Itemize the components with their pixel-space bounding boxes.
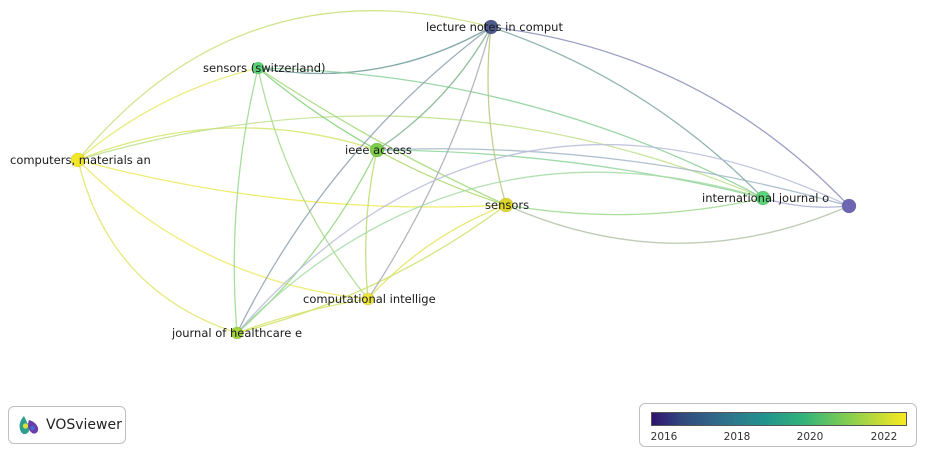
edge-sensors_ch-ci[interactable]: [257, 67, 369, 300]
edge-ieee-ci[interactable]: [365, 149, 378, 300]
edge-lncs-jhe[interactable]: [236, 26, 492, 334]
vosviewer-logo-icon: [19, 416, 39, 435]
node-label-sensors_ch[interactable]: sensors (switzerland): [203, 61, 326, 75]
edge-sensors-jhe[interactable]: [236, 204, 507, 334]
edge-sensors_ch-ijo[interactable]: [257, 67, 764, 199]
edge-lncs-ci[interactable]: [367, 26, 492, 300]
legend-tick-2016: 2016: [650, 431, 678, 443]
edge-sensors_ch-sensors[interactable]: [257, 67, 507, 206]
labels-layer: lecture notes in comput sensors (switzerl…: [10, 20, 829, 340]
node-jhe[interactable]: [230, 326, 244, 340]
node-ijo[interactable]: [755, 190, 771, 206]
edge-unlabeled-jhe[interactable]: [236, 143, 850, 334]
edge-sensors-lncs[interactable]: [487, 26, 507, 206]
edge-cma-ieee[interactable]: [77, 127, 378, 161]
node-label-sensors[interactable]: sensors: [485, 198, 529, 212]
edge-sensors-ijo[interactable]: [505, 197, 764, 216]
node-sensors_ch[interactable]: [251, 61, 265, 75]
year-color-legend: 2016 2018 2020 2022: [639, 403, 917, 447]
overlay-network-map[interactable]: lecture notes in comput sensors (switzerl…: [0, 0, 925, 400]
legend-tick-2020: 2020: [796, 431, 824, 443]
edge-ieee-sensors[interactable]: [376, 149, 507, 206]
node-label-jhe[interactable]: journal of healthcare e: [171, 326, 302, 340]
node-unlabeled[interactable]: [841, 198, 857, 214]
edge-lncs-ijo[interactable]: [490, 26, 764, 199]
edge-ieee-jhe[interactable]: [236, 149, 378, 334]
edge-lncs-unlabeled[interactable]: [490, 26, 850, 207]
legend-tick-2022: 2022: [870, 431, 898, 443]
node-ci[interactable]: [361, 292, 375, 306]
node-label-ci[interactable]: computational intellige: [303, 292, 436, 306]
edge-sensors_ch-jhe[interactable]: [233, 67, 259, 334]
nodes-layer: [70, 19, 857, 340]
node-lncs[interactable]: [483, 19, 499, 35]
legend-tick-2018: 2018: [723, 431, 751, 443]
edge-cma-ijo[interactable]: [77, 115, 764, 199]
edge-sensors_ch-lncs[interactable]: [257, 26, 492, 75]
edge-sensors-ci[interactable]: [367, 204, 507, 300]
edge-sensors-unlabeled[interactable]: [505, 204, 850, 244]
edges-layer: [77, 10, 850, 334]
edge-cma-sensors[interactable]: [77, 159, 507, 208]
edge-cma-sensors_ch[interactable]: [77, 67, 259, 161]
edge-ijo-unlabeled[interactable]: [762, 197, 850, 208]
edge-ieee-ijo[interactable]: [376, 149, 764, 199]
node-cma[interactable]: [70, 152, 86, 168]
node-ieee[interactable]: [369, 142, 385, 158]
node-sensors[interactable]: [498, 197, 514, 213]
edge-cma-ci[interactable]: [77, 159, 369, 300]
vosviewer-label: VOSviewer: [46, 417, 122, 433]
vosviewer-badge[interactable]: VOSviewer: [8, 406, 126, 444]
edge-ijo-jhe[interactable]: [236, 171, 764, 334]
edge-cma-lncs[interactable]: [77, 10, 492, 161]
node-label-ieee[interactable]: ieee access: [345, 143, 412, 157]
node-label-ijo[interactable]: international journal o: [702, 191, 829, 205]
color-scale-bar: [651, 412, 907, 426]
edge-ieee-lncs[interactable]: [376, 26, 492, 151]
edge-ci-jhe[interactable]: [236, 298, 369, 334]
edge-sensors_ch-ieee[interactable]: [257, 67, 378, 151]
node-label-lncs[interactable]: lecture notes in comput: [426, 20, 563, 34]
edge-cma-jhe[interactable]: [77, 159, 238, 334]
edge-ieee-unlabeled[interactable]: [376, 148, 850, 207]
node-label-cma[interactable]: computers, materials an: [10, 153, 151, 167]
